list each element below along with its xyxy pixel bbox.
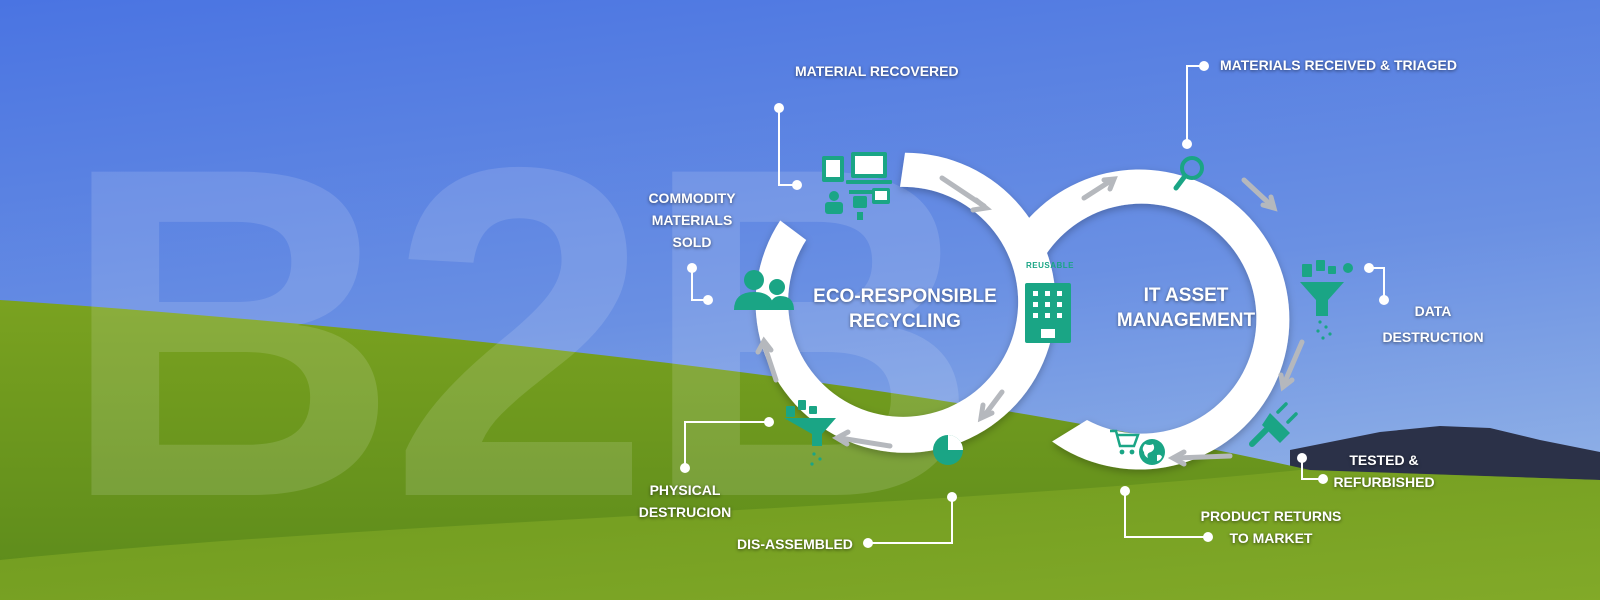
step-tested-refurbished: TESTED & REFURBISHED <box>1330 449 1438 493</box>
left-loop-title-line2: RECYCLING <box>849 311 961 332</box>
physical-line2: DESTRUCION <box>638 504 732 520</box>
callout-dots <box>680 61 1389 548</box>
search-icon <box>1173 156 1204 191</box>
funnel-icon <box>784 400 836 466</box>
commodity-line1: COMMODITY <box>648 190 736 206</box>
users-icon <box>734 270 794 310</box>
tested-line1: TESTED & <box>1349 452 1419 468</box>
flow-arrows <box>755 175 1305 467</box>
pie-chart-icon <box>933 435 963 465</box>
step-material-recovered: MATERIAL RECOVERED <box>795 63 959 79</box>
left-loop-title: ECO-RESPONSIBLE RECYCLING <box>812 284 998 334</box>
step-materials-received: MATERIALS RECEIVED & TRIAGED <box>1220 57 1457 73</box>
right-loop-title-line1: IT ASSET <box>1143 285 1229 306</box>
step-product-returns: PRODUCT RETURNS TO MARKET <box>1196 505 1346 549</box>
data-line2: DESTRUCTION <box>1382 329 1484 345</box>
plug-icon <box>1249 402 1298 447</box>
reusable-label: REUSABLE <box>1026 261 1075 270</box>
data-line1: DATA <box>1414 303 1452 319</box>
commodity-line3: SOLD <box>672 234 712 250</box>
tested-line2: REFURBISHED <box>1333 474 1435 490</box>
physical-line1: PHYSICAL <box>649 482 721 498</box>
right-loop-title: IT ASSET MANAGEMENT <box>1103 283 1269 333</box>
devices-icon <box>822 152 892 220</box>
step-physical-destruction: PHYSICAL DESTRUCION <box>633 479 737 523</box>
building-icon <box>1025 283 1071 343</box>
product-line2: TO MARKET <box>1229 530 1313 546</box>
left-loop-title-line1: ECO-RESPONSIBLE <box>813 286 997 307</box>
step-dis-assembled: DIS-ASSEMBLED <box>737 536 853 552</box>
step-data-destruction: DATA DESTRUCTION <box>1378 298 1488 350</box>
commodity-line2: MATERIALS <box>651 212 733 228</box>
callout-lines <box>684 65 1385 544</box>
product-line1: PRODUCT RETURNS <box>1200 508 1342 524</box>
cart-globe-icon <box>1110 429 1165 465</box>
step-commodity-materials-sold: COMMODITY MATERIALS SOLD <box>640 187 744 253</box>
right-loop-title-line2: MANAGEMENT <box>1116 310 1256 331</box>
shredder-icon <box>1300 260 1353 340</box>
